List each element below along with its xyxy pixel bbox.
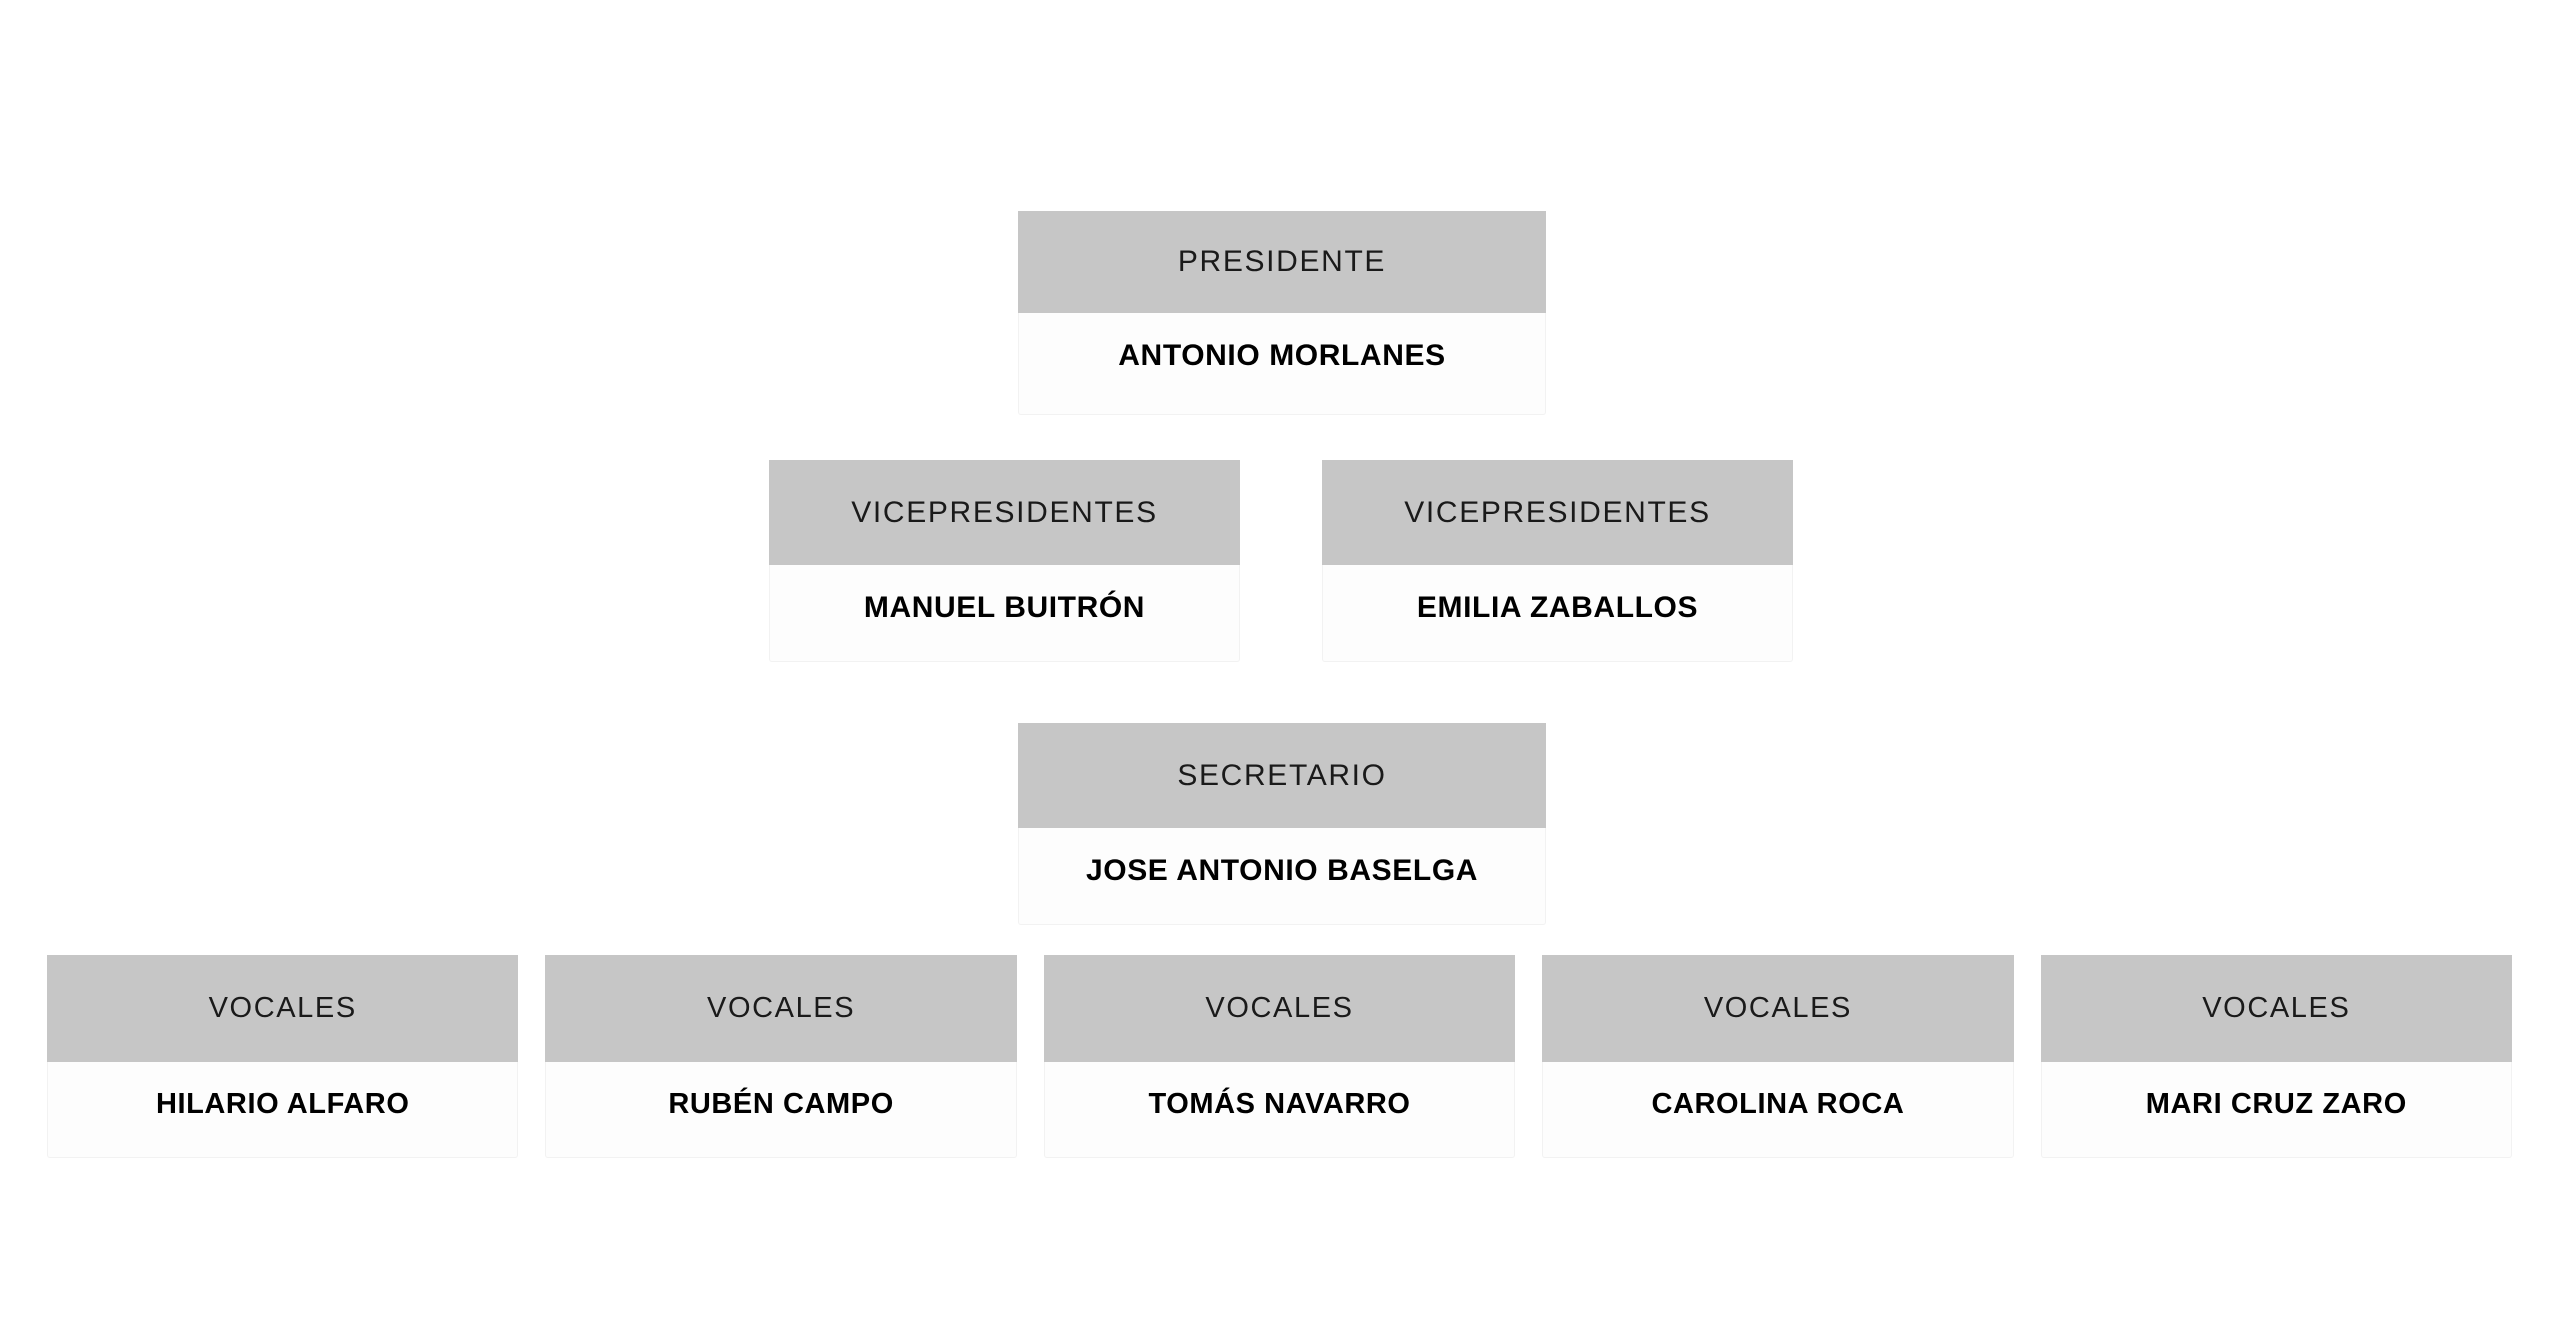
org-card-person-name: JOSE ANTONIO BASELGA	[1018, 828, 1546, 925]
org-row-vocales: VOCALES HILARIO ALFARO VOCALES RUBÉN CAM…	[47, 955, 2513, 1158]
org-card-role-label: PRESIDENTE	[1018, 211, 1546, 313]
org-card-person-name: EMILIA ZABALLOS	[1322, 565, 1793, 662]
org-card-role-label: VOCALES	[1043, 955, 1516, 1062]
org-card-presidente[interactable]: PRESIDENTE ANTONIO MORLANES	[1018, 211, 1546, 415]
org-card-person-name: CAROLINA ROCA	[1542, 1062, 2014, 1158]
org-card-role-label: VOCALES	[2040, 955, 2513, 1062]
org-card-role-label: VOCALES	[545, 955, 1017, 1062]
org-card-secretario[interactable]: SECRETARIO JOSE ANTONIO BASELGA	[1018, 723, 1546, 925]
org-card-role-label: VICEPRESIDENTES	[1322, 460, 1793, 565]
org-card-person-name: TOMÁS NAVARRO	[1043, 1062, 1516, 1158]
org-card-vocal-1[interactable]: VOCALES HILARIO ALFARO	[47, 955, 519, 1158]
org-card-person-name: RUBÉN CAMPO	[545, 1062, 1017, 1158]
org-card-role-label: VICEPRESIDENTES	[769, 460, 1240, 565]
org-card-vocal-4[interactable]: VOCALES CAROLINA ROCA	[1542, 955, 2014, 1158]
org-card-role-label: SECRETARIO	[1018, 723, 1546, 828]
org-card-person-name: MARI CRUZ ZARO	[2040, 1062, 2513, 1158]
org-card-vocal-3[interactable]: VOCALES TOMÁS NAVARRO	[1043, 955, 1516, 1158]
org-card-vocal-5[interactable]: VOCALES MARI CRUZ ZARO	[2040, 955, 2513, 1158]
org-card-person-name: ANTONIO MORLANES	[1018, 313, 1546, 415]
org-card-person-name: MANUEL BUITRÓN	[769, 565, 1240, 662]
org-card-vicepresidente-2[interactable]: VICEPRESIDENTES EMILIA ZABALLOS	[1322, 460, 1793, 662]
org-card-vocal-2[interactable]: VOCALES RUBÉN CAMPO	[545, 955, 1017, 1158]
org-card-person-name: HILARIO ALFARO	[47, 1062, 519, 1158]
org-card-role-label: VOCALES	[1542, 955, 2014, 1062]
org-card-role-label: VOCALES	[47, 955, 519, 1062]
org-card-vicepresidente-1[interactable]: VICEPRESIDENTES MANUEL BUITRÓN	[769, 460, 1240, 662]
